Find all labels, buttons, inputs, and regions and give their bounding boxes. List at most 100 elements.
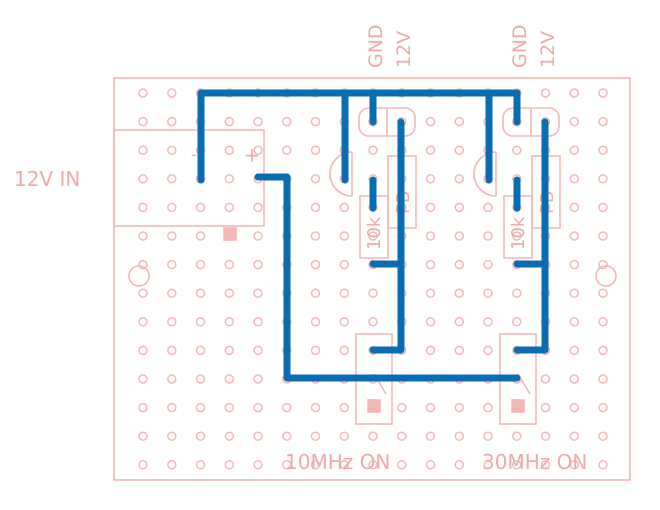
board-hole bbox=[598, 317, 608, 327]
board-hole bbox=[167, 460, 177, 470]
board-hole bbox=[454, 288, 465, 298]
board-hole bbox=[224, 259, 235, 270]
board-hole bbox=[339, 202, 350, 213]
board-hole bbox=[569, 345, 580, 356]
input-label: 12V IN bbox=[14, 167, 80, 191]
board-hole bbox=[598, 174, 608, 184]
board-hole bbox=[224, 116, 235, 127]
board-hole bbox=[167, 88, 177, 98]
board-hole bbox=[138, 174, 148, 184]
board-hole bbox=[282, 145, 292, 155]
board-hole bbox=[253, 202, 263, 213]
board-hole bbox=[167, 317, 177, 327]
board-hole bbox=[339, 288, 350, 298]
board-outline bbox=[113, 77, 631, 481]
board-hole bbox=[224, 288, 235, 298]
board-hole bbox=[310, 288, 321, 298]
input-connector: - + bbox=[113, 129, 265, 241]
board-hole bbox=[368, 231, 378, 241]
board-hole bbox=[598, 231, 608, 241]
board-hole bbox=[224, 460, 235, 470]
gnd-label-a: GND bbox=[365, 24, 387, 68]
board-hole bbox=[339, 402, 350, 413]
board-hole bbox=[167, 345, 177, 356]
header-pins-a bbox=[358, 107, 416, 137]
board-hole bbox=[483, 345, 493, 356]
board-hole bbox=[512, 145, 522, 155]
board-hole bbox=[167, 259, 177, 270]
board-hole bbox=[598, 345, 608, 356]
board-hole bbox=[167, 374, 177, 384]
board-hole bbox=[454, 460, 465, 470]
board-hole bbox=[310, 145, 321, 155]
board-hole bbox=[138, 374, 148, 384]
board-hole bbox=[282, 460, 292, 470]
board-hole bbox=[167, 174, 177, 184]
board-hole bbox=[425, 145, 436, 155]
board-hole bbox=[512, 288, 522, 298]
v12-label-a: 12V bbox=[393, 31, 415, 68]
board-hole bbox=[425, 345, 436, 356]
board-hole bbox=[569, 88, 580, 98]
mounting-hole-left-icon bbox=[128, 265, 150, 287]
board-hole bbox=[397, 431, 407, 441]
board-hole bbox=[224, 402, 235, 413]
hole-grid bbox=[138, 88, 608, 470]
board-hole bbox=[569, 259, 580, 270]
board-hole bbox=[454, 202, 465, 213]
board-hole bbox=[569, 145, 580, 155]
board-hole bbox=[339, 345, 350, 356]
board-hole bbox=[512, 317, 522, 327]
board-hole bbox=[253, 116, 263, 127]
board-hole bbox=[397, 460, 407, 470]
board-hole bbox=[569, 231, 580, 241]
board-hole bbox=[569, 374, 580, 384]
board-hole bbox=[138, 202, 148, 213]
board-hole bbox=[512, 231, 522, 241]
board-hole bbox=[483, 402, 493, 413]
board-hole bbox=[253, 460, 263, 470]
board-hole bbox=[454, 259, 465, 270]
board-hole bbox=[425, 460, 436, 470]
board-hole bbox=[138, 402, 148, 413]
board-hole bbox=[540, 460, 551, 470]
board-hole bbox=[195, 431, 206, 441]
board-hole bbox=[339, 460, 350, 470]
board-hole bbox=[454, 145, 465, 155]
board-hole bbox=[282, 402, 292, 413]
board-hole bbox=[310, 202, 321, 213]
board-hole bbox=[454, 317, 465, 327]
board-hole bbox=[138, 460, 148, 470]
board-hole bbox=[483, 317, 493, 327]
board-hole bbox=[569, 288, 580, 298]
board-hole bbox=[310, 174, 321, 184]
board-hole bbox=[598, 202, 608, 213]
board-hole bbox=[167, 402, 177, 413]
board-hole bbox=[224, 431, 235, 441]
switch-b-label: 30MHz ON bbox=[482, 450, 587, 474]
mounting-hole-right-icon bbox=[595, 265, 617, 287]
board-hole bbox=[569, 202, 580, 213]
board-hole bbox=[138, 345, 148, 356]
board-hole bbox=[425, 116, 436, 127]
board-hole bbox=[167, 431, 177, 441]
board-hole bbox=[483, 231, 493, 241]
board-hole bbox=[138, 145, 148, 155]
board-hole bbox=[483, 431, 493, 441]
board-hole bbox=[425, 402, 436, 413]
board-hole bbox=[483, 288, 493, 298]
board-hole bbox=[195, 374, 206, 384]
board-hole bbox=[454, 431, 465, 441]
resistor-a-label: 10k bbox=[364, 216, 385, 250]
board-hole bbox=[253, 259, 263, 270]
board-hole bbox=[310, 317, 321, 327]
board-hole bbox=[512, 460, 522, 470]
board-hole bbox=[512, 431, 522, 441]
board-hole bbox=[339, 431, 350, 441]
connector-plus-label: + bbox=[244, 143, 261, 167]
board-hole bbox=[368, 288, 378, 298]
board-hole bbox=[425, 202, 436, 213]
board-hole bbox=[454, 116, 465, 127]
board-hole bbox=[310, 231, 321, 241]
